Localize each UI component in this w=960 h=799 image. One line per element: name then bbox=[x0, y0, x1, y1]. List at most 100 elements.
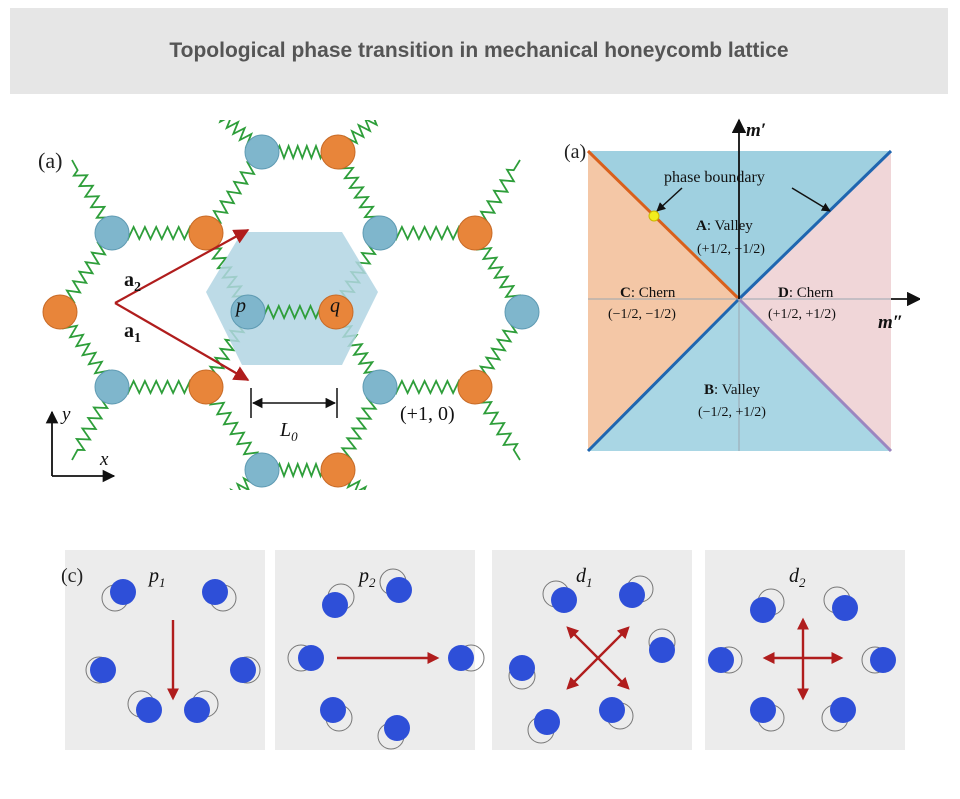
coordinate-label: (+1, 0) bbox=[400, 403, 455, 425]
panel-phase-label: (a) bbox=[564, 141, 586, 163]
spring-bond bbox=[474, 311, 523, 388]
mode-disk bbox=[386, 577, 412, 603]
site-blue bbox=[230, 294, 266, 330]
site-blue bbox=[244, 452, 280, 488]
mode-disk bbox=[90, 657, 116, 683]
phase-boundary-pointer-right bbox=[791, 187, 831, 212]
y-axis-label: y bbox=[60, 404, 71, 425]
site-blue bbox=[94, 369, 130, 405]
phase-boundary-pointer-left bbox=[656, 187, 683, 212]
title-bar: Topological phase transition in mechanic… bbox=[10, 8, 948, 94]
panel-a-label: (a) bbox=[38, 148, 62, 173]
spring-bond bbox=[337, 386, 381, 471]
mode-panel: p1 bbox=[65, 550, 265, 750]
x-axis-label: x bbox=[99, 449, 109, 470]
mode-disk bbox=[298, 645, 324, 671]
mode-motion-arrow bbox=[566, 657, 599, 690]
spring-bond bbox=[205, 151, 263, 234]
mode-disk bbox=[202, 579, 228, 605]
spring-bond bbox=[380, 224, 475, 242]
mode-label: d2 bbox=[789, 565, 806, 590]
mode-disk bbox=[320, 697, 346, 723]
transition-point bbox=[648, 210, 660, 222]
mode-panel-background bbox=[705, 550, 905, 750]
horizontal-axis-label: m″ bbox=[878, 312, 903, 333]
boundary-lower-right bbox=[737, 297, 893, 453]
mode-panels: p1 p2 d1 d2 bbox=[65, 550, 905, 750]
mode-label: p2 bbox=[357, 565, 376, 590]
mode-label: d1 bbox=[576, 565, 593, 590]
spring-bond bbox=[337, 151, 381, 234]
site-p-label: p bbox=[234, 295, 246, 317]
site-orange bbox=[457, 369, 493, 405]
mode-label: p1 bbox=[147, 565, 166, 590]
site-orange bbox=[42, 294, 78, 330]
mode-disk bbox=[322, 592, 348, 618]
site-orange bbox=[320, 134, 356, 170]
phase-boundary-label: phase boundary bbox=[664, 169, 765, 186]
mode-disk bbox=[750, 597, 776, 623]
site-orange bbox=[320, 452, 356, 488]
spring-bond bbox=[112, 378, 206, 396]
spring-bond bbox=[474, 232, 523, 313]
phase-diagram: m′ m″ (a) phase boundary A: Valley (+1/2… bbox=[564, 118, 920, 453]
mode-motion-arrow bbox=[566, 626, 599, 659]
boundary-upper-left bbox=[586, 149, 741, 301]
vector-a2-label: a2 bbox=[124, 269, 141, 295]
lattice-diagram: (a) a2 a1 p q L0 (+1, 0) y x bbox=[38, 120, 540, 490]
mode-disk bbox=[110, 579, 136, 605]
mode-disk bbox=[750, 697, 776, 723]
mode-panel-background bbox=[65, 550, 265, 750]
region-A-title: A: Valley bbox=[696, 218, 753, 234]
spring-bond bbox=[380, 378, 475, 396]
mode-disk bbox=[870, 647, 896, 673]
mode-disk bbox=[136, 697, 162, 723]
boundary-lower-left bbox=[586, 297, 741, 453]
vertical-axis-label: m′ bbox=[746, 120, 766, 141]
region-A-values: (+1/2, −1/2) bbox=[697, 242, 765, 257]
mode-panel: d2 bbox=[705, 550, 905, 750]
mode-motion-arrow bbox=[597, 626, 630, 659]
spring-bond bbox=[205, 386, 263, 471]
mode-disk bbox=[649, 637, 675, 663]
unit-cell-hexagon bbox=[206, 232, 378, 365]
region-C-fill bbox=[588, 151, 739, 451]
site-blue bbox=[94, 215, 130, 251]
mode-disk bbox=[551, 587, 577, 613]
spring-bond bbox=[59, 311, 113, 388]
mode-disk bbox=[832, 595, 858, 621]
page-title: Topological phase transition in mechanic… bbox=[169, 39, 789, 62]
mode-panel: d1 bbox=[492, 550, 692, 750]
site-blue bbox=[244, 134, 280, 170]
region-D-fill bbox=[739, 151, 891, 451]
site-orange bbox=[188, 215, 224, 251]
vector-a2-arrow bbox=[114, 229, 250, 304]
region-D-title: D: Chern bbox=[778, 285, 834, 301]
region-C-title: C: Chern bbox=[620, 285, 676, 301]
site-blue bbox=[504, 294, 540, 330]
region-C-values: (−1/2, −1/2) bbox=[608, 307, 676, 322]
site-q-label: q bbox=[330, 295, 340, 317]
mode-panel: p2 bbox=[275, 550, 485, 750]
vector-a1-label: a1 bbox=[124, 320, 141, 346]
mode-motion-arrow bbox=[597, 657, 630, 690]
length-label: L0 bbox=[279, 419, 298, 444]
mode-disk bbox=[534, 709, 560, 735]
site-orange bbox=[318, 294, 354, 330]
site-blue bbox=[362, 215, 398, 251]
mode-disk bbox=[708, 647, 734, 673]
mode-disk bbox=[830, 697, 856, 723]
site-orange bbox=[457, 215, 493, 251]
site-blue bbox=[362, 369, 398, 405]
sites-layer bbox=[42, 134, 540, 488]
mode-disk bbox=[619, 582, 645, 608]
unit-cell-spring bbox=[248, 303, 336, 321]
mode-disk bbox=[448, 645, 474, 671]
vector-a1-arrow bbox=[114, 302, 250, 381]
spring-bond bbox=[112, 224, 206, 242]
spring-bond-cell bbox=[248, 303, 336, 321]
mode-disk bbox=[599, 697, 625, 723]
mode-disk bbox=[230, 657, 256, 683]
mode-disk bbox=[184, 697, 210, 723]
